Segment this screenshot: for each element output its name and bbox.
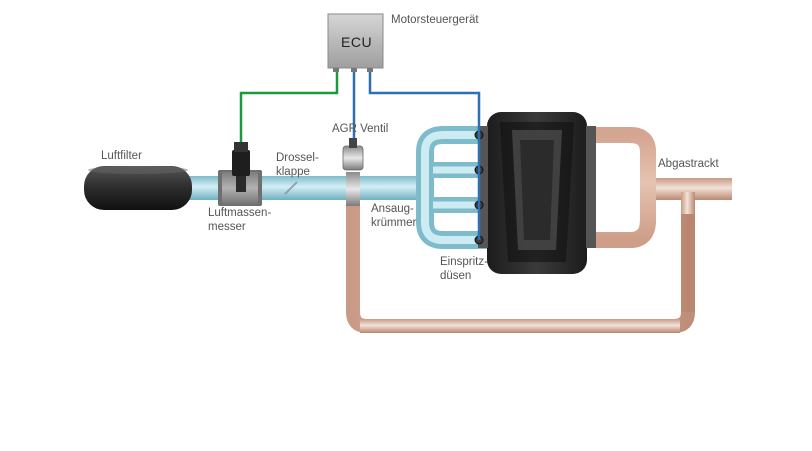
label-intake-manifold-line2: krümmer <box>371 217 417 229</box>
signal-line-injectors <box>368 70 481 240</box>
label-ecu-name: Motorsteuergerät <box>391 14 479 26</box>
engine-block <box>478 112 596 274</box>
label-egr-valve: AGR Ventil <box>332 123 389 135</box>
air-filter <box>84 166 192 210</box>
egr-valve <box>342 138 364 206</box>
label-injectors-line1: Einspritz- <box>440 256 488 268</box>
intake-pipe <box>180 176 430 200</box>
label-air-filter: Luftfilter <box>101 150 142 162</box>
intake-manifold <box>416 126 487 249</box>
label-intake-manifold-line1: Ansaug- <box>371 203 414 215</box>
label-throttle-line2: klappe <box>276 166 310 178</box>
label-exhaust: Abgastrackt <box>658 158 719 170</box>
mass-air-flow-sensor <box>218 142 262 206</box>
throttle-valve <box>284 181 298 195</box>
exhaust-manifold <box>578 127 656 248</box>
ecu-box <box>327 13 384 72</box>
signal-lines <box>239 70 481 240</box>
label-throttle-line1: Drossel- <box>276 152 319 164</box>
exhaust-pipe <box>640 178 732 214</box>
label-mass-air-flow-line1: Luftmassen- <box>208 207 272 219</box>
signal-line-maf <box>239 70 339 142</box>
label-mass-air-flow-line2: messer <box>208 221 246 233</box>
ecu-box-label: ECU <box>341 34 373 50</box>
label-injectors-line2: düsen <box>440 270 472 282</box>
egr-return-pipe <box>346 200 695 333</box>
